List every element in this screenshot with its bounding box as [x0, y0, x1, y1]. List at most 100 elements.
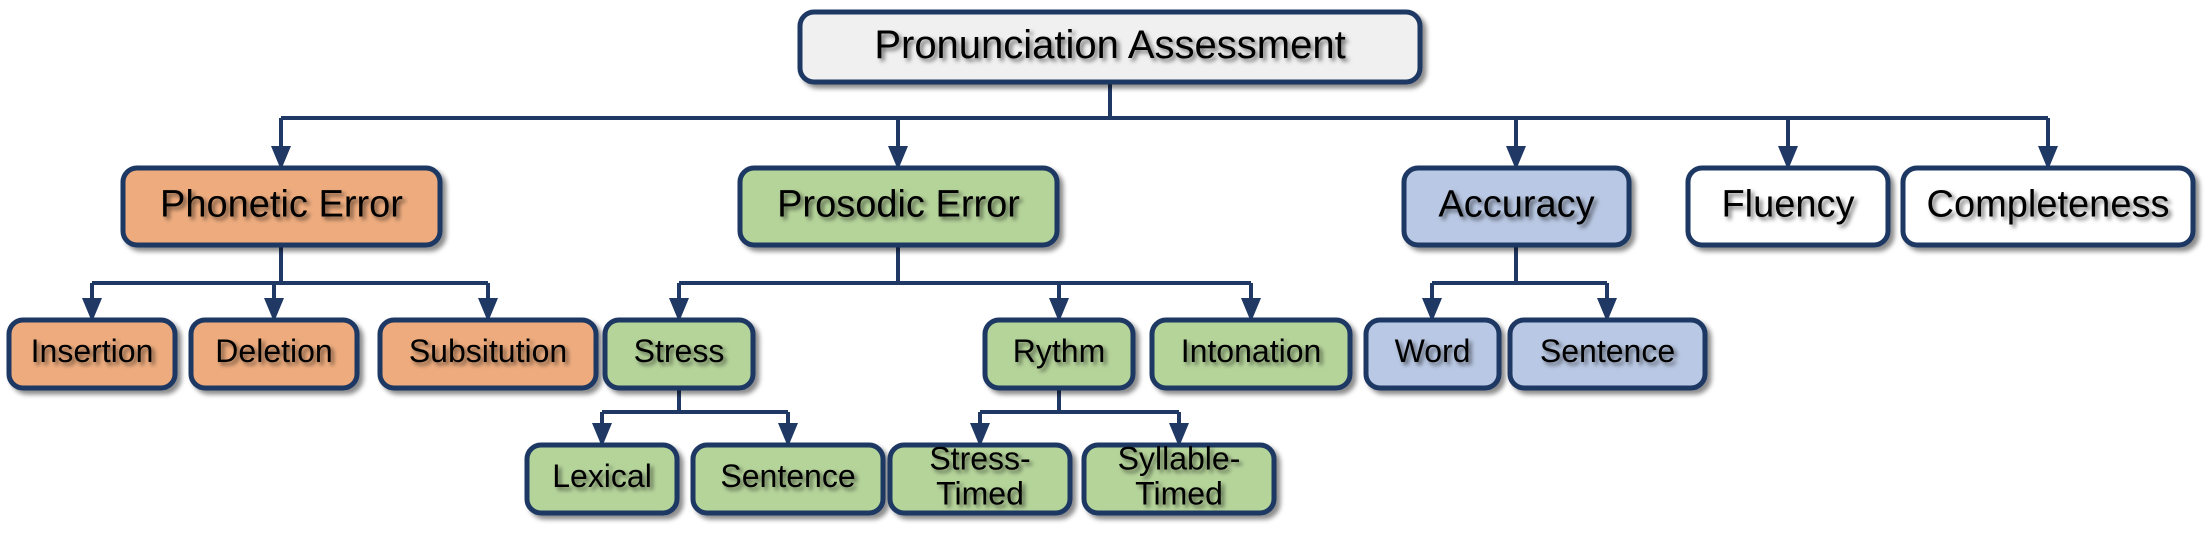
node-box-word[interactable] — [1363, 317, 1502, 391]
node-label-accuracy: Accuracy — [1438, 184, 1594, 226]
node-label-prosodic-error: Prosodic Error — [777, 184, 1020, 226]
node-prosodic-error[interactable]: Prosodic Error — [737, 165, 1060, 248]
node-label-deletion: Deletion — [215, 333, 332, 369]
connector-group-stress — [592, 388, 798, 447]
connector-arrowhead — [669, 298, 689, 322]
node-accuracy[interactable]: Accuracy — [1401, 165, 1632, 248]
node-label-line: Subsitution — [409, 333, 567, 369]
connector-arrowhead — [271, 146, 291, 170]
connector-arrowhead — [478, 298, 498, 322]
node-label-fluency: Fluency — [1721, 184, 1854, 226]
connector-group-root — [271, 82, 2058, 170]
node-box-deletion[interactable] — [188, 317, 360, 391]
connector-group-prosodic-error — [669, 245, 1261, 322]
connector-arrowhead — [778, 423, 798, 447]
node-word[interactable]: Word — [1363, 317, 1502, 391]
node-label-line: Prosodic Error — [777, 184, 1020, 226]
node-sentence-accuracy[interactable]: Sentence — [1507, 317, 1708, 391]
node-label-line: Word — [1395, 333, 1471, 369]
node-box-root[interactable] — [797, 9, 1423, 85]
connector-arrowhead — [1241, 298, 1261, 322]
node-root[interactable]: Pronunciation Assessment — [797, 9, 1423, 85]
node-box-phonetic-error[interactable] — [120, 165, 443, 248]
node-rythm[interactable]: Rythm — [982, 317, 1136, 391]
node-box-stress-timed[interactable] — [887, 442, 1073, 516]
node-label-line: Lexical — [552, 458, 652, 494]
node-completeness[interactable]: Completeness — [1900, 165, 2196, 248]
connector-arrowhead — [1422, 298, 1442, 322]
node-box-intonation[interactable] — [1149, 317, 1353, 391]
node-label-line: Insertion — [31, 333, 154, 369]
node-label-lexical: Lexical — [552, 458, 652, 494]
node-label-completeness: Completeness — [1927, 184, 2170, 226]
connector-arrowhead — [2038, 146, 2058, 170]
node-box-subsitution[interactable] — [377, 317, 599, 391]
node-label-line: Stress- — [929, 441, 1030, 477]
node-box-insertion[interactable] — [6, 317, 178, 391]
node-box-lexical[interactable] — [524, 442, 680, 516]
node-intonation[interactable]: Intonation — [1149, 317, 1353, 391]
connector-arrowhead — [970, 423, 990, 447]
node-label-line: Sentence — [1540, 333, 1675, 369]
node-label-subsitution: Subsitution — [409, 333, 567, 369]
connector-arrowhead — [592, 423, 612, 447]
connector-arrowhead — [888, 146, 908, 170]
node-subsitution[interactable]: Subsitution — [377, 317, 599, 391]
node-label-word: Word — [1395, 333, 1471, 369]
node-label-intonation: Intonation — [1181, 333, 1322, 369]
node-label-line: Stress — [634, 333, 725, 369]
node-label-phonetic-error: Phonetic Error — [160, 184, 403, 226]
node-box-syllable-timed[interactable] — [1081, 442, 1277, 516]
node-label-rythm: Rythm — [1013, 333, 1105, 369]
node-stress[interactable]: Stress — [602, 317, 756, 391]
node-label-line: Phonetic Error — [160, 184, 403, 226]
node-label-line: Completeness — [1927, 184, 2170, 226]
node-label-stress: Stress — [634, 333, 725, 369]
node-insertion[interactable]: Insertion — [6, 317, 178, 391]
node-fluency[interactable]: Fluency — [1685, 165, 1891, 248]
connector-group-accuracy — [1422, 245, 1617, 322]
node-label-line: Syllable- — [1118, 441, 1241, 477]
node-box-rythm[interactable] — [982, 317, 1136, 391]
node-box-fluency[interactable] — [1685, 165, 1891, 248]
node-label-line: Fluency — [1721, 184, 1854, 226]
node-label-root: Pronunciation Assessment — [874, 23, 1345, 67]
node-label-line: Timed — [1135, 476, 1223, 512]
node-label-line: Timed — [936, 476, 1024, 512]
connector-arrowhead — [1169, 423, 1189, 447]
node-box-sentence-accuracy[interactable] — [1507, 317, 1708, 391]
node-box-prosodic-error[interactable] — [737, 165, 1060, 248]
node-sentence-stress[interactable]: Sentence — [690, 442, 886, 516]
node-label-syllable-timed: Syllable-Timed — [1118, 441, 1241, 512]
node-label-line: Pronunciation Assessment — [874, 23, 1345, 67]
node-box-sentence-stress[interactable] — [690, 442, 886, 516]
node-label-stress-timed: Stress-Timed — [929, 441, 1030, 512]
node-label-sentence-stress: Sentence — [720, 458, 855, 494]
node-box-stress[interactable] — [602, 317, 756, 391]
node-deletion[interactable]: Deletion — [188, 317, 360, 391]
node-syllable-timed[interactable]: Syllable-Timed — [1081, 441, 1277, 516]
connectors-layer — [82, 82, 2058, 447]
connector-group-phonetic-error — [82, 245, 498, 322]
connector-arrowhead — [1506, 146, 1526, 170]
node-phonetic-error[interactable]: Phonetic Error — [120, 165, 443, 248]
node-label-line: Rythm — [1013, 333, 1105, 369]
node-stress-timed[interactable]: Stress-Timed — [887, 441, 1073, 516]
node-label-line: Deletion — [215, 333, 332, 369]
connector-arrowhead — [1778, 146, 1798, 170]
connector-group-rythm — [970, 388, 1189, 447]
node-label-line: Sentence — [720, 458, 855, 494]
node-label-line: Intonation — [1181, 333, 1322, 369]
node-box-accuracy[interactable] — [1401, 165, 1632, 248]
node-label-line: Accuracy — [1438, 184, 1594, 226]
connector-arrowhead — [1049, 298, 1069, 322]
node-box-completeness[interactable] — [1900, 165, 2196, 248]
node-label-sentence-accuracy: Sentence — [1540, 333, 1675, 369]
node-lexical[interactable]: Lexical — [524, 442, 680, 516]
node-label-insertion: Insertion — [31, 333, 154, 369]
connector-arrowhead — [264, 298, 284, 322]
connector-arrowhead — [1597, 298, 1617, 322]
